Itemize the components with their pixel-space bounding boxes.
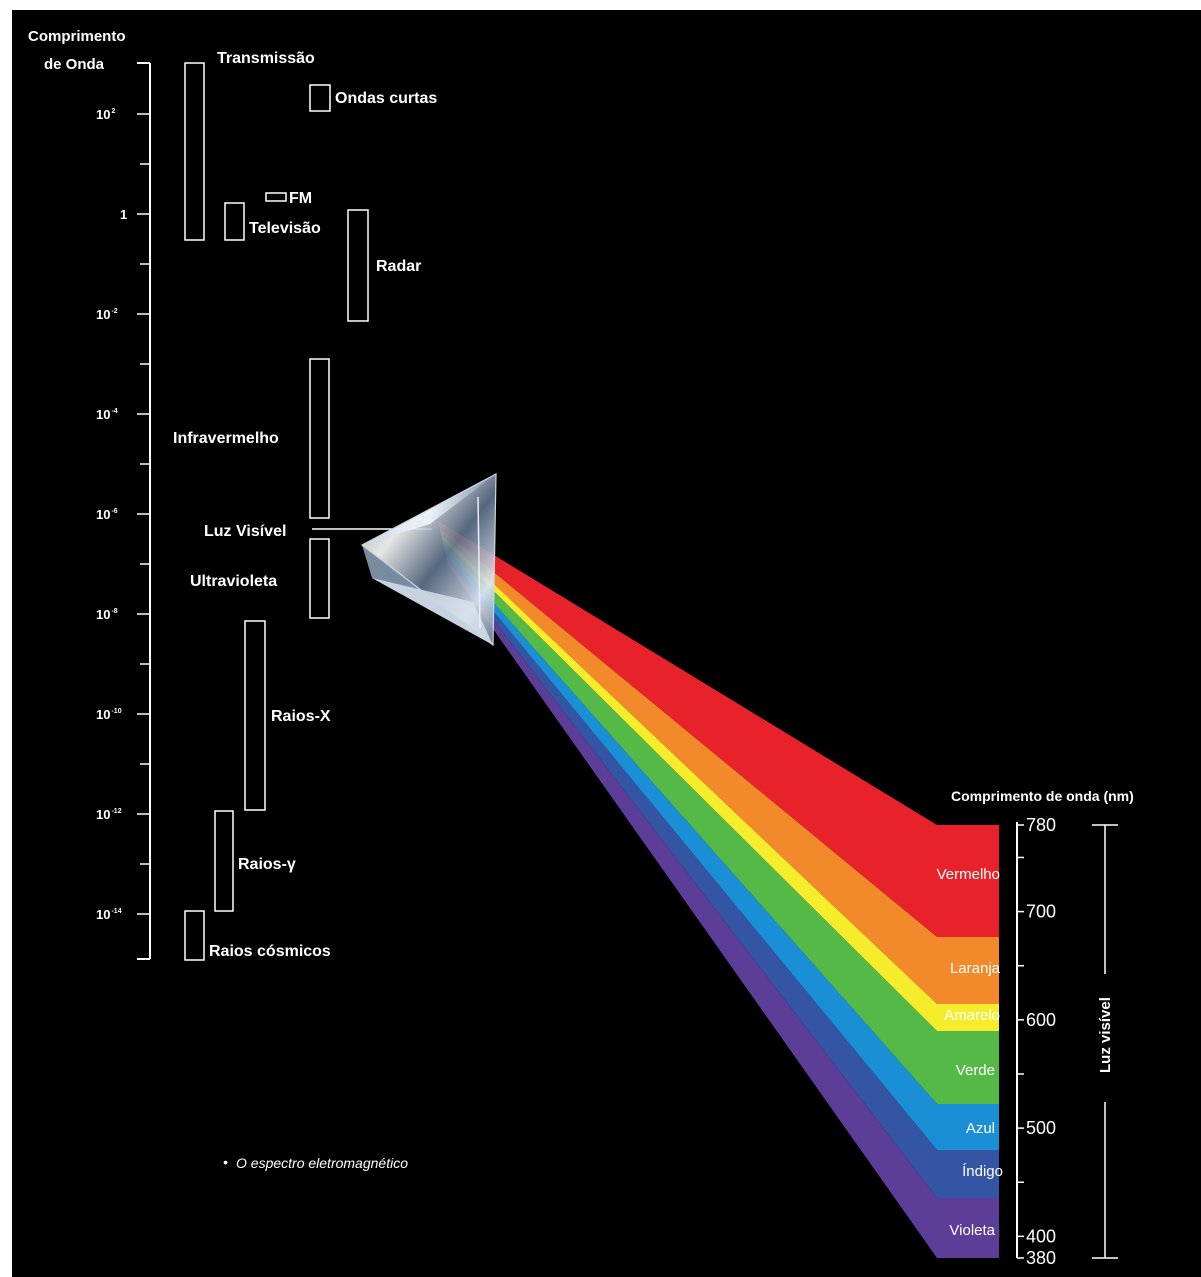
band-label-raios-x: Raios-X	[271, 708, 331, 725]
raios-x-box	[244, 620, 266, 811]
band-label-infravermelho: Infravermelho	[173, 430, 279, 447]
band-label-raios-cosmicos: Raios cósmicos	[209, 943, 331, 960]
axis-tick-label: 10-14	[96, 907, 122, 922]
wavelength-axis: Comprimento de Onda 102 1 10-2 10-4 10-6 10-8…	[28, 28, 151, 960]
color-labels: VermelhoLaranjaAmareloVerdeAzulÍndigoVio…	[937, 866, 1003, 1239]
spectrum-figure: Comprimento de Onda 102 1 10-2 10-4 10-6 10-8…	[12, 10, 1201, 1277]
televisao-box	[224, 202, 245, 241]
nm-tick-label: 700	[1026, 902, 1056, 922]
band-label-transmissao: Transmissão	[217, 50, 315, 67]
axis-tick-label: 10-2	[96, 307, 118, 322]
color-label: Verde	[956, 1062, 995, 1079]
axis-tick-label: 102	[96, 107, 115, 122]
nm-tick-label: 500	[1026, 1118, 1056, 1138]
band-labels: Transmissão Ondas curtas FM Televisão Ra…	[173, 50, 437, 960]
axis-tick-label: 1	[120, 207, 127, 222]
axis-tick-label: 10-4	[96, 407, 118, 422]
figure-caption: • O espectro eletromagnético	[223, 1154, 408, 1171]
color-label: Laranja	[950, 960, 1001, 977]
ultravioleta-box	[309, 538, 330, 619]
raios-cosmicos-box	[184, 910, 205, 961]
caption-text: O espectro eletromagnético	[236, 1155, 408, 1171]
nm-tick-label: 780	[1026, 815, 1056, 835]
raios-gama-box	[214, 810, 234, 912]
axis-tick-label: 10-10	[96, 707, 122, 722]
nm-tick-label: 400	[1026, 1226, 1056, 1246]
transmissao-box	[184, 62, 205, 241]
band-label-fm: FM	[289, 190, 312, 207]
visible-scale-title: Comprimento de onda (nm)	[951, 788, 1134, 804]
band-label-raios-gama: Raios-γ	[238, 856, 296, 873]
axis-title-line2: de Onda	[44, 56, 105, 73]
axis-tick-label: 10-6	[96, 507, 118, 522]
spectrum-diagram: Comprimento de Onda 102 1 10-2 10-4 10-6 10-8…	[28, 28, 1134, 1268]
luz-visivel-side-label: Luz visível	[1097, 997, 1114, 1073]
axis-tick-label: 10-12	[96, 807, 122, 822]
prism-icon	[360, 472, 497, 647]
spectrum-band-4	[442, 540, 999, 1104]
radar-box	[347, 209, 369, 322]
nm-tick-label: 600	[1026, 1010, 1056, 1030]
spectrum-band-2	[439, 527, 999, 1004]
dispersed-spectrum	[438, 521, 999, 1258]
caption-bullet: •	[223, 1154, 228, 1170]
color-label: Índigo	[962, 1163, 1003, 1180]
band-label-luz-visivel: Luz Visível	[204, 523, 286, 540]
axis-tick-label: 10-8	[96, 607, 118, 622]
visible-wavelength-scale: Comprimento de onda (nm) 780 700 600 500 400…	[951, 788, 1134, 1268]
ondas-curtas-box	[309, 84, 331, 112]
band-boxes	[184, 62, 369, 961]
color-label: Vermelho	[937, 866, 1000, 883]
color-label: Amarelo	[944, 1007, 1000, 1024]
band-label-radar: Radar	[376, 258, 421, 275]
fm-box	[265, 192, 287, 202]
band-label-ultravioleta: Ultravioleta	[190, 573, 277, 590]
band-label-ondas-curtas: Ondas curtas	[335, 90, 437, 107]
infravermelho-box	[309, 358, 330, 519]
color-label: Azul	[966, 1120, 995, 1137]
color-label: Violeta	[949, 1222, 995, 1239]
spectrum-band-1	[438, 521, 999, 937]
band-label-televisao: Televisão	[249, 220, 321, 237]
axis-title-line1: Comprimento	[28, 28, 126, 45]
nm-tick-label: 380	[1026, 1248, 1056, 1268]
